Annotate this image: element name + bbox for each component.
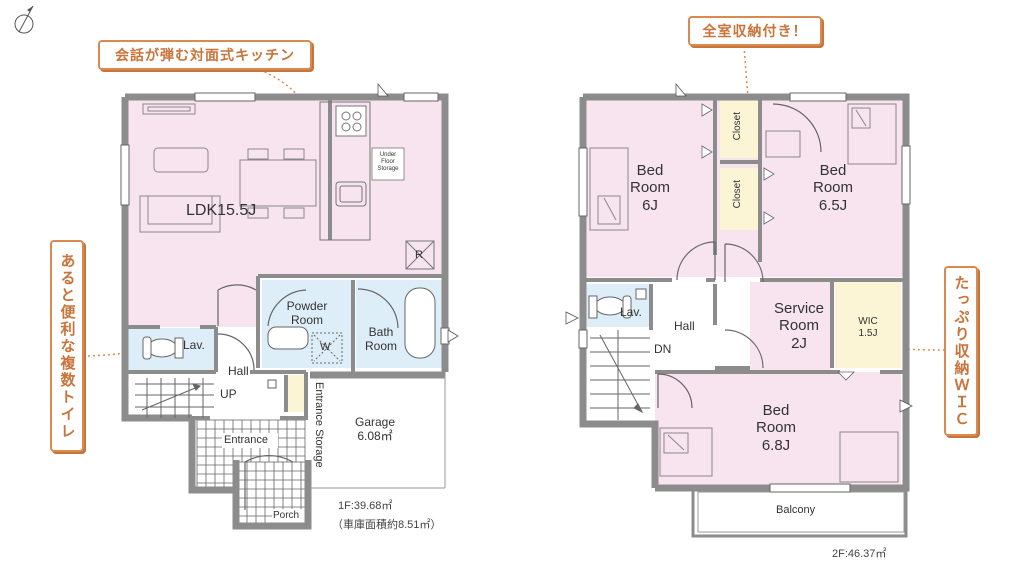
up-label: UP bbox=[220, 387, 237, 401]
lav-2f-label: Lav. bbox=[620, 305, 642, 319]
floor2-area: 2F:46.37㎡ bbox=[832, 548, 887, 560]
porch-label: Porch bbox=[273, 510, 300, 521]
balcony-label: Balcony bbox=[776, 504, 816, 516]
ldk-lower-fill bbox=[125, 275, 257, 327]
ldk-label: LDK15.5J bbox=[186, 202, 257, 219]
toilet-callout: あると便利な複数トイレ bbox=[50, 240, 84, 452]
hall-1f-label: Hall bbox=[228, 364, 249, 378]
floor1-area: 1F:39.68㎡ bbox=[338, 500, 393, 512]
garage-fill bbox=[310, 375, 442, 485]
ldk-fill bbox=[125, 97, 445, 275]
storage-callout: 全室収納付き！ bbox=[688, 16, 822, 46]
closet-1-label: Closet bbox=[732, 112, 743, 141]
wic-callout: たっぷり収納ＷＩＣ bbox=[944, 266, 978, 436]
refrigerator-mark: R bbox=[415, 249, 423, 261]
entrance-storage-fill bbox=[286, 375, 304, 412]
hall-2f-label: Hall bbox=[674, 319, 695, 333]
floor-1 bbox=[120, 92, 450, 530]
entrance-storage-label: Entrance Storage bbox=[313, 382, 325, 468]
kitchen-callout: 会話が弾む対面式キッチン bbox=[98, 40, 312, 70]
closet-2-label: Closet bbox=[732, 180, 743, 209]
powder-room-fill bbox=[262, 280, 352, 368]
entrance-label: Entrance bbox=[224, 434, 269, 446]
dn-label: DN bbox=[654, 342, 672, 356]
floor-2 bbox=[578, 92, 911, 538]
lav-1f-label: Lav. bbox=[183, 338, 205, 352]
compass-icon bbox=[14, 5, 34, 34]
washer-mark: W bbox=[320, 341, 331, 353]
garage-area-note: （車庫面積約8.51㎡） bbox=[332, 519, 442, 531]
